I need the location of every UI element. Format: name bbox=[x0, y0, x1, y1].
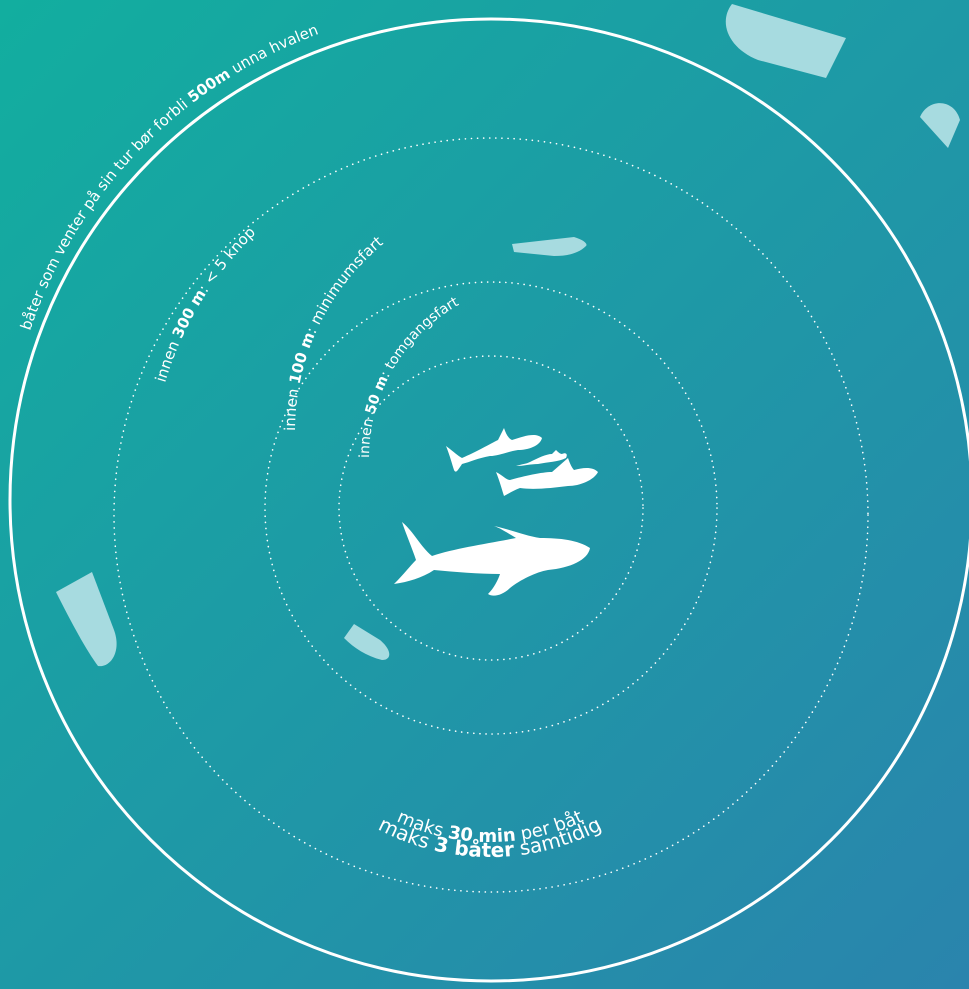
diagram-canvas: båter som venter på sin tur bør forbli 5… bbox=[0, 0, 969, 989]
whale-watching-diagram: båter som venter på sin tur bør forbli 5… bbox=[0, 0, 969, 989]
